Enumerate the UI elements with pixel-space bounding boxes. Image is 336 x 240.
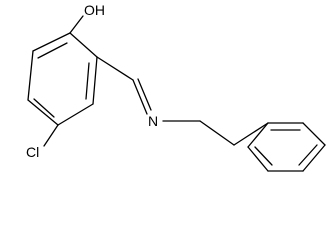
c-oh-bond xyxy=(69,15,84,34)
ring-b-double-3 xyxy=(254,146,273,166)
ring-a-bond-4 xyxy=(27,99,59,126)
phenol-ring xyxy=(27,32,98,126)
c-cl-bond xyxy=(43,124,59,147)
ring-a-double-3 xyxy=(37,42,68,59)
imine-double-bond-outer xyxy=(132,79,148,115)
ring-to-ch-bond xyxy=(96,56,134,81)
hydroxyl-label: OH xyxy=(84,2,105,18)
ring-a-bond-3 xyxy=(57,103,94,126)
ring-b-bond-5 xyxy=(247,146,269,172)
ch2-phenyl-bond xyxy=(233,122,269,146)
nitrogen-label: N xyxy=(148,113,158,129)
ring-b-bond-2 xyxy=(302,122,326,146)
ring-b-bond-3 xyxy=(302,144,326,172)
ring-a-double-1 xyxy=(85,62,90,100)
ring-a-bond-1 xyxy=(69,32,98,58)
imine-double-bond-inner xyxy=(137,78,152,111)
ring-a-double-2 xyxy=(33,98,55,118)
chemical-structure: OH Cl N xyxy=(0,0,336,186)
ring-b-double-2 xyxy=(298,144,318,166)
ch2-ch2-bond xyxy=(199,120,235,146)
ring-a-bond-6 xyxy=(32,32,71,52)
ring-a-bond-5 xyxy=(27,50,34,101)
ring-a-bond-2 xyxy=(92,56,98,105)
background xyxy=(0,0,336,186)
phenyl-ring xyxy=(247,122,326,172)
chlorine-label: Cl xyxy=(26,144,39,160)
ring-b-bond-6 xyxy=(247,122,269,148)
